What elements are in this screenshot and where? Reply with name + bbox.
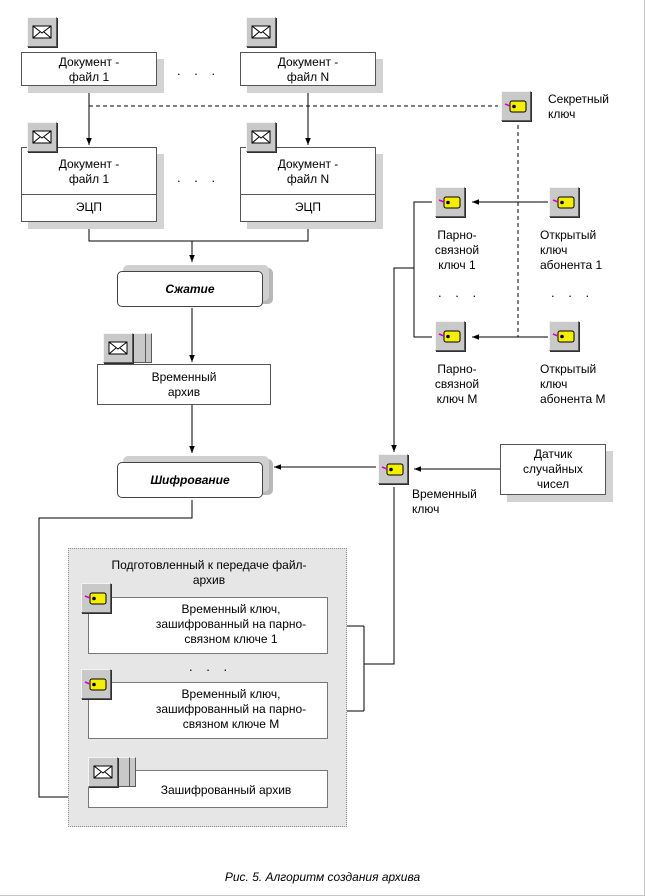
figure-caption: Рис. 5. Алгоритм создания архива xyxy=(224,870,421,884)
key-icon xyxy=(501,91,531,121)
open-keys-ellipsis: . . . xyxy=(551,285,595,300)
secret-key-label: Секретный ключ xyxy=(548,92,609,121)
package-keys-ellipsis: . . . xyxy=(189,659,233,674)
document-file-n: Документ - файл N xyxy=(240,52,376,86)
signature-label: ЭЦП xyxy=(75,200,103,214)
encrypted-temp-key-m-label: Временный ключ, зашифрованный на парно-с… xyxy=(155,687,307,731)
key-icon xyxy=(81,669,111,699)
key-icon xyxy=(81,583,111,613)
signed-document-file-1-label: Документ - файл 1 xyxy=(58,157,120,186)
encrypted-temp-key-1: Временный ключ, зашифрованный на парно-с… xyxy=(88,597,328,654)
encrypted-archive-label: Зашифрованный архив xyxy=(160,783,292,797)
open-key-1-label: Открытый ключ абонента 1 xyxy=(540,228,603,272)
signed-document-file-n: Документ - файл N ЭЦП xyxy=(240,147,376,222)
open-key-m-label: Открытый ключ абонента М xyxy=(540,362,606,406)
key-icon xyxy=(435,187,465,217)
signature-label: ЭЦП xyxy=(294,200,322,214)
prepared-archive-package: Подготовленный к передаче файл-архив Вре… xyxy=(68,548,347,827)
temporary-archive-label: Временный архив xyxy=(151,370,217,399)
compress-step: Сжатие xyxy=(117,271,263,307)
pair-keys-ellipsis: . . . xyxy=(438,285,482,300)
envelope-icon xyxy=(246,122,276,152)
key-icon xyxy=(549,187,579,217)
random-number-generator-label: Датчик случайных чисел xyxy=(523,447,583,491)
key-icon xyxy=(549,321,579,351)
signature-divider xyxy=(22,194,156,195)
envelope-icon xyxy=(88,757,118,787)
pair-key-1-label: Парно-связной ключ 1 xyxy=(434,228,480,272)
encrypted-temp-key-1-label: Временный ключ, зашифрованный на парно-с… xyxy=(155,602,307,646)
envelope-icon xyxy=(246,17,276,47)
document-file-1-label: Документ - файл 1 xyxy=(58,55,120,84)
signed-document-file-1: Документ - файл 1 ЭЦП xyxy=(21,147,157,222)
signature-divider xyxy=(241,194,375,195)
signed-documents-ellipsis: . . . xyxy=(177,170,221,185)
key-icon xyxy=(378,454,408,484)
envelope-icon xyxy=(27,122,57,152)
temporary-key-label: Временный ключ xyxy=(412,487,477,516)
envelope-icon xyxy=(103,333,133,363)
key-icon xyxy=(435,321,465,351)
documents-ellipsis: . . . xyxy=(177,63,221,78)
temporary-archive: Временный архив xyxy=(97,364,271,405)
random-number-generator: Датчик случайных чисел xyxy=(500,444,606,495)
document-file-1: Документ - файл 1 xyxy=(21,52,157,86)
signed-document-file-n-label: Документ - файл N xyxy=(277,157,339,186)
encrypt-step: Шифрование xyxy=(117,462,263,498)
document-file-n-label: Документ - файл N xyxy=(277,55,339,84)
package-title: Подготовленный к передаче файл-архив xyxy=(111,558,307,587)
encrypted-temp-key-m: Временный ключ, зашифрованный на парно-с… xyxy=(88,682,328,739)
pair-key-m-label: Парно-связной ключ М xyxy=(434,362,480,406)
envelope-icon xyxy=(27,17,57,47)
